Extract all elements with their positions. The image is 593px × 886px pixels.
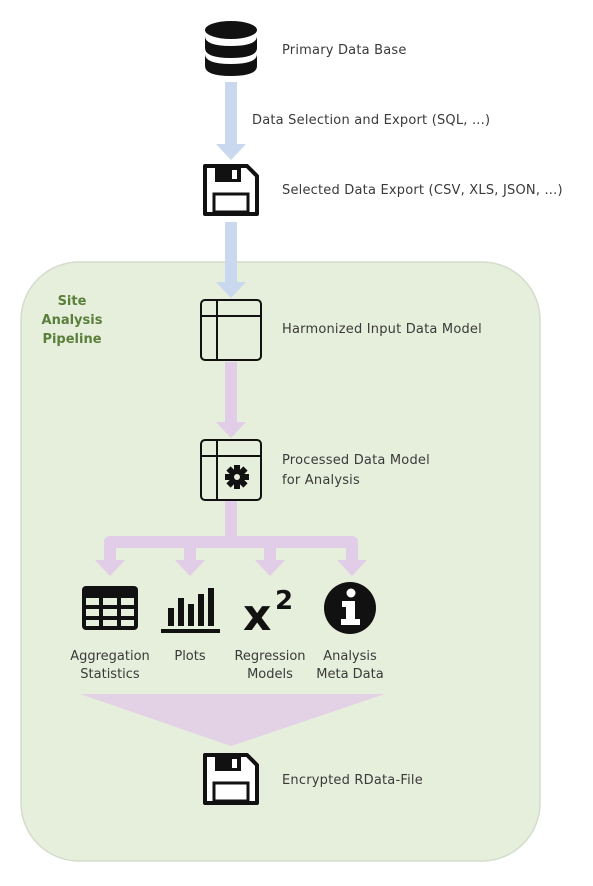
output-label-regression: Regression Models [225, 648, 315, 684]
pipeline-title: Site Analysis Pipeline [34, 292, 110, 349]
table-icon [82, 586, 138, 630]
svg-text:x: x [243, 590, 271, 641]
floppy-disk-icon [203, 164, 259, 216]
arrow-db-to-export [216, 82, 246, 160]
selection-label: Data Selection and Export (SQL, ...) [252, 113, 491, 128]
pipeline-title-line: Site [57, 294, 87, 309]
output-label-line: Statistics [80, 667, 140, 682]
harmonized-label: Harmonized Input Data Model [282, 322, 482, 337]
output-label-plots: Plots [155, 648, 225, 666]
arrow-export-to-harmonized [216, 222, 246, 298]
bar-chart-icon [161, 588, 220, 633]
gear-icon [225, 465, 249, 489]
arrow-harmonized-to-processed [216, 362, 246, 438]
chi-square-icon: x 2 [243, 586, 293, 641]
output-label-aggregation: Aggregation Statistics [60, 648, 160, 684]
processed-label-line: Processed Data Model [282, 453, 430, 468]
window-gear-icon [200, 439, 262, 501]
output-label-line: Meta Data [316, 667, 384, 682]
processed-label-line: for Analysis [282, 473, 360, 488]
merge-funnel [80, 694, 385, 746]
window-icon [200, 299, 262, 361]
arrow-branch-to-outputs [95, 500, 367, 576]
output-label-meta: Analysis Meta Data [305, 648, 395, 684]
output-label-line: Plots [174, 649, 206, 664]
output-label-line: Models [247, 667, 293, 682]
info-icon [324, 582, 376, 634]
encrypted-floppy-icon [203, 753, 259, 805]
processed-label: Processed Data Model for Analysis [282, 451, 430, 491]
database-icon [205, 21, 257, 76]
encrypted-label: Encrypted RData-File [282, 773, 423, 788]
output-label-line: Aggregation [70, 649, 150, 664]
selected-export-label: Selected Data Export (CSV, XLS, JSON, ..… [282, 183, 563, 198]
output-label-line: Regression [234, 649, 306, 664]
svg-text:2: 2 [275, 586, 293, 616]
pipeline-title-line: Pipeline [42, 332, 102, 347]
output-label-line: Analysis [323, 649, 377, 664]
primary-db-label: Primary Data Base [282, 43, 407, 58]
pipeline-title-line: Analysis [41, 313, 103, 328]
